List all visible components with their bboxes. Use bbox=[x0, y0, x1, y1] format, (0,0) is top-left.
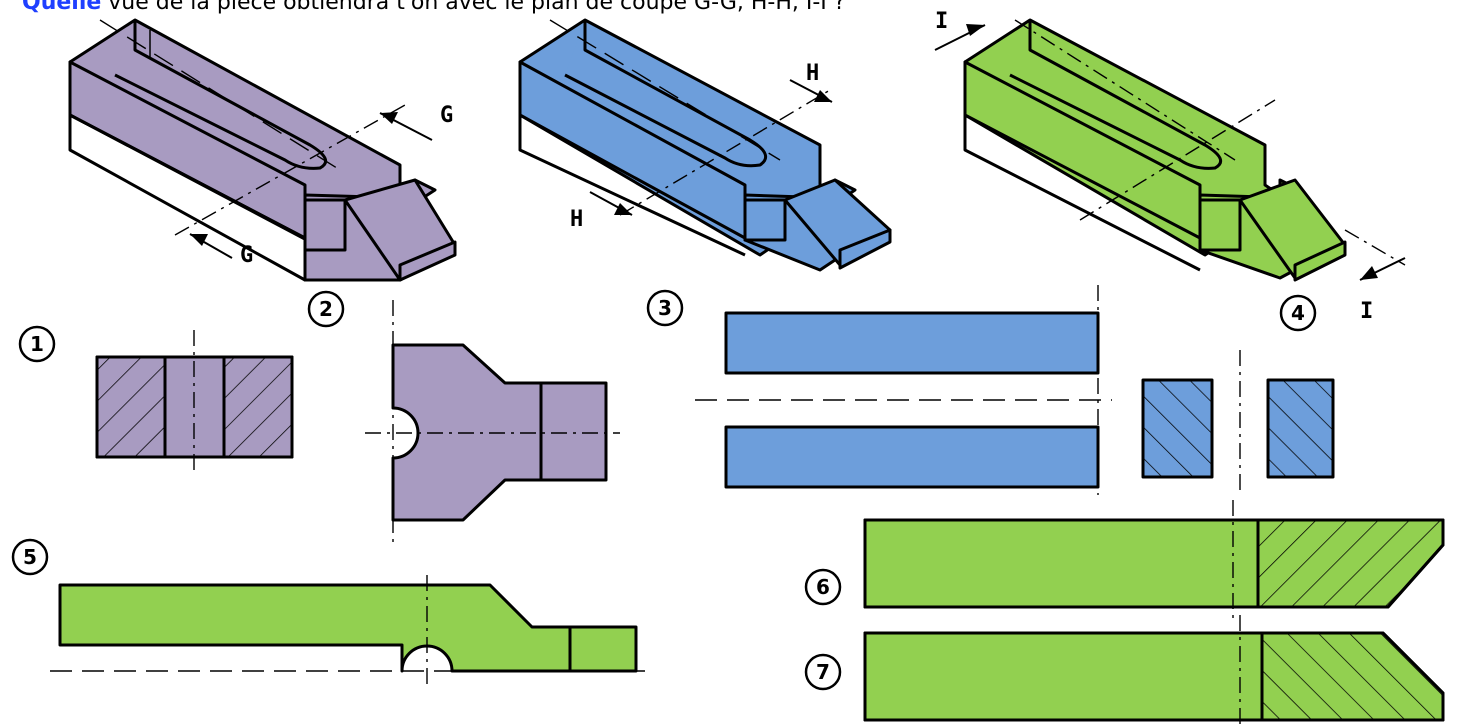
section-view-2 bbox=[365, 300, 620, 545]
cut-label-h-upper: H bbox=[806, 61, 819, 86]
iso-blue-part bbox=[518, 18, 892, 272]
svg-text:7: 7 bbox=[816, 660, 830, 684]
choice-badge-2[interactable]: 2 bbox=[307, 290, 345, 328]
cut-label-g-lower: G bbox=[240, 243, 253, 268]
question-header: Quelle vue de la pièce obtiendra t'on av… bbox=[22, 0, 845, 15]
cut-arrow-h-lower bbox=[589, 191, 633, 216]
choice-badge-3[interactable]: 3 bbox=[646, 289, 684, 327]
cut-label-g-upper: G bbox=[440, 103, 453, 128]
choice-badge-6[interactable]: 6 bbox=[804, 568, 842, 606]
section-view-5 bbox=[50, 575, 645, 685]
svg-text:6: 6 bbox=[816, 575, 830, 599]
choice-badge-5[interactable]: 5 bbox=[11, 538, 49, 576]
cut-arrow-g-upper bbox=[379, 112, 433, 141]
iso-green-part bbox=[963, 18, 1406, 282]
cut-arrow-i-lower bbox=[1359, 257, 1406, 281]
section-view-3 bbox=[695, 285, 1112, 495]
section-view-7 bbox=[863, 615, 1445, 725]
section-view-4 bbox=[1141, 350, 1335, 495]
svg-text:3: 3 bbox=[658, 296, 672, 320]
question-text: vue de la pièce obtiendra t'on avec le p… bbox=[101, 0, 846, 15]
section-view-6 bbox=[863, 500, 1445, 620]
choice-badge-4[interactable]: 4 bbox=[1279, 294, 1317, 332]
cut-arrow-g-lower bbox=[189, 233, 233, 259]
cut-label-i-lower: I bbox=[1360, 299, 1373, 324]
svg-text:4: 4 bbox=[1291, 301, 1305, 325]
cut-arrow-h-upper bbox=[789, 79, 833, 103]
svg-text:2: 2 bbox=[319, 297, 333, 321]
section-view-1 bbox=[95, 330, 294, 470]
cut-arrow-i-upper bbox=[934, 24, 986, 51]
svg-text:1: 1 bbox=[30, 332, 44, 356]
cut-label-h-lower: H bbox=[570, 207, 583, 232]
choice-badge-7[interactable]: 7 bbox=[804, 653, 842, 691]
choice-badge-1[interactable]: 1 bbox=[18, 325, 56, 363]
cut-label-i-upper: I bbox=[935, 9, 948, 34]
question-keyword: Quelle bbox=[22, 0, 102, 15]
iso-purple-part bbox=[68, 18, 457, 282]
svg-text:5: 5 bbox=[23, 545, 37, 569]
